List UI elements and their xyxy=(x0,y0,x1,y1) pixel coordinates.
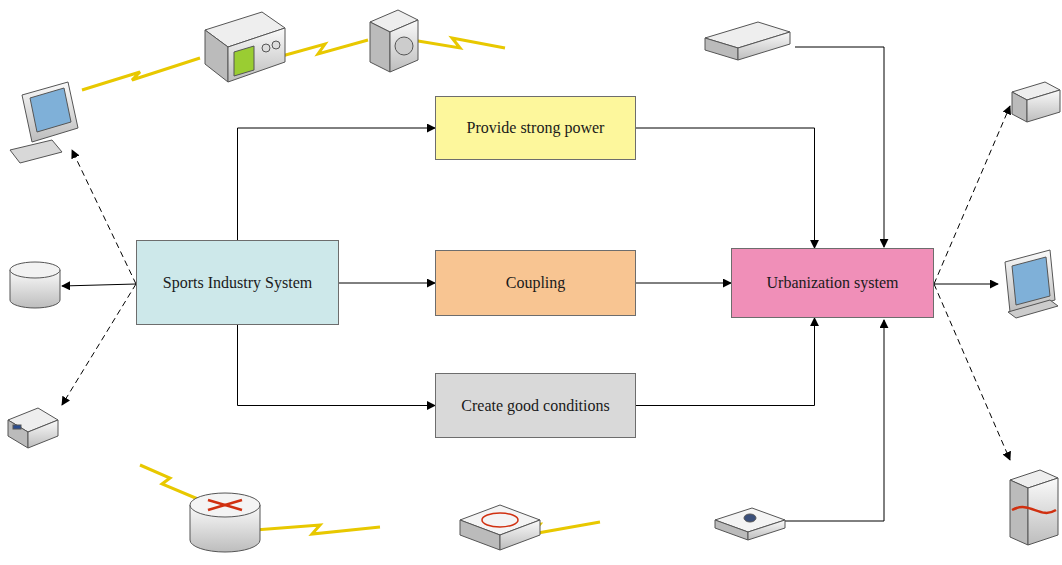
database-icon xyxy=(10,262,60,308)
node-label: Provide strong power xyxy=(457,112,615,144)
flow-arrow xyxy=(636,128,815,248)
flow-arrow xyxy=(238,325,436,406)
process-box: Coupling xyxy=(435,250,636,316)
node-label: Urbanization system xyxy=(757,267,909,299)
system-box: Urbanization system xyxy=(731,248,934,318)
camera-icon xyxy=(715,508,785,540)
system-box: Sports Industry System xyxy=(136,240,339,325)
modem-icon xyxy=(8,408,58,448)
node-label: Sports Industry System xyxy=(153,267,322,299)
router-icon xyxy=(190,493,260,552)
monitor-icon xyxy=(1005,250,1058,318)
modem-icon xyxy=(705,22,790,60)
node-label: Coupling xyxy=(496,267,576,299)
flow-arrow xyxy=(238,128,436,240)
process-box: Provide strong power xyxy=(435,96,636,160)
speaker-icon xyxy=(370,10,418,72)
node-label: Create good conditions xyxy=(451,390,619,422)
server-icon xyxy=(1010,470,1058,545)
hub-icon xyxy=(460,505,540,550)
terminal-icon xyxy=(1012,82,1060,122)
oscilloscope-icon xyxy=(205,12,285,82)
flow-arrow xyxy=(636,318,815,406)
computer-icon xyxy=(10,82,78,163)
process-box: Create good conditions xyxy=(435,373,636,438)
flow-arrow xyxy=(636,283,731,284)
flow-arrow xyxy=(339,283,435,284)
